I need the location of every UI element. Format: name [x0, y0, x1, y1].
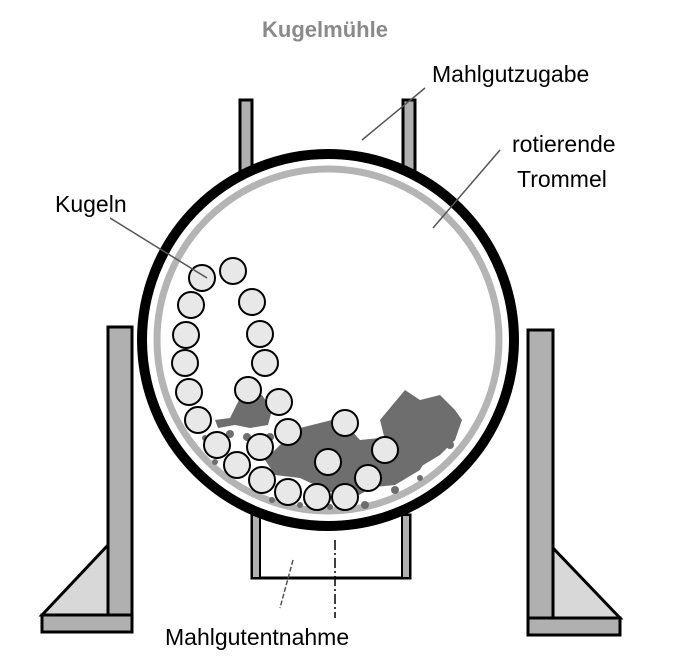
label-balls: Kugeln	[55, 191, 127, 217]
ball	[251, 349, 279, 377]
left-stand	[38, 325, 134, 634]
ball	[203, 431, 231, 459]
ball	[331, 409, 359, 437]
grinding-balls	[171, 257, 399, 511]
label-discharge: Mahlgutentnahme	[165, 624, 349, 650]
ball	[331, 483, 359, 511]
discharge-leader	[279, 559, 294, 609]
right-stand	[526, 328, 624, 637]
ball	[171, 349, 199, 377]
ball	[234, 376, 262, 404]
drum-liner	[153, 165, 503, 515]
ball	[238, 288, 266, 316]
diagram-title: Kugelmühle	[262, 17, 388, 42]
leader-lines	[109, 87, 501, 609]
ball	[314, 448, 342, 476]
ball	[354, 464, 382, 492]
ball	[303, 483, 331, 511]
ball	[246, 433, 274, 461]
label-drum-line1: rotierende	[512, 131, 616, 157]
ball	[246, 320, 274, 348]
ball	[274, 418, 302, 446]
ball	[219, 257, 247, 285]
label-drum-line2: Trommel	[517, 166, 607, 192]
label-feed: Mahlgutzugabe	[432, 61, 589, 87]
ball	[371, 436, 399, 464]
balls-leader	[109, 217, 208, 279]
discharge-chute	[250, 513, 412, 580]
ball	[265, 388, 293, 416]
feed-chute	[238, 98, 417, 182]
feed-leader	[361, 87, 426, 141]
ball	[274, 478, 302, 506]
ball	[172, 321, 200, 349]
ball	[175, 378, 203, 406]
ball	[177, 291, 205, 319]
ball	[248, 466, 276, 494]
ball	[223, 451, 251, 479]
ball	[184, 406, 212, 434]
drum-leader	[432, 149, 501, 229]
